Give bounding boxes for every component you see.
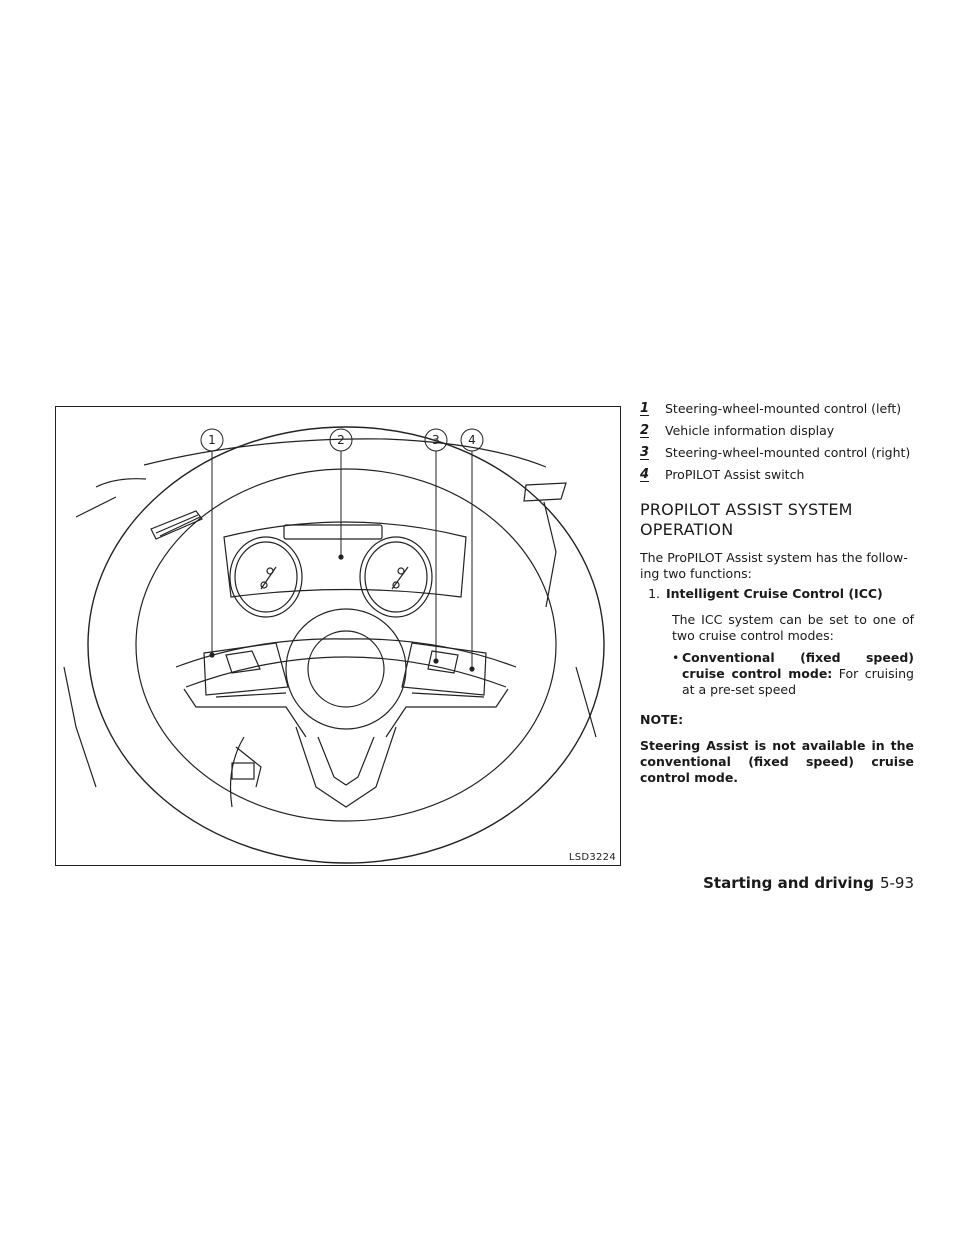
legend-item-4: 4 ProPILOT Assist switch bbox=[640, 464, 914, 486]
list-description: The ICC system can be set to one of two … bbox=[672, 612, 914, 643]
bullet-text: For cruising at a pre-set speed bbox=[682, 666, 914, 697]
note-text: Steering Assist is not available in the … bbox=[640, 738, 914, 785]
intro-paragraph: The ProPILOT Assist system has the follo… bbox=[640, 550, 908, 581]
legend-text: ProPILOT Assist switch bbox=[665, 467, 805, 482]
legend-text: Steering-wheel-mounted control (right) bbox=[665, 445, 911, 460]
text-column: 1 Steering-wheel-mounted control (left) … bbox=[640, 398, 914, 786]
footer-page-number: 5-93 bbox=[879, 874, 914, 892]
legend-number: 3 bbox=[640, 445, 650, 460]
list-item-icc: 1. Intelligent Cruise Control (ICC) bbox=[640, 586, 914, 602]
callout-2: 2 bbox=[337, 433, 345, 447]
page-footer: Starting and driving 5-93 bbox=[640, 874, 914, 892]
legend-number: 4 bbox=[640, 467, 650, 482]
callout-4: 4 bbox=[468, 433, 476, 447]
note-label: NOTE: bbox=[640, 712, 684, 727]
steering-wheel-figure: 1 2 3 4 LSD3224 bbox=[55, 406, 621, 866]
legend-item-2: 2 Vehicle information display bbox=[640, 420, 914, 442]
list-title: Intelligent Cruise Control (ICC) bbox=[666, 586, 883, 601]
figure-code: LSD3224 bbox=[568, 852, 616, 863]
footer-section: Starting and driving bbox=[703, 874, 874, 892]
legend-number: 1 bbox=[640, 401, 650, 416]
bullet-dot: • bbox=[672, 650, 680, 665]
legend-text: Steering-wheel-mounted control (left) bbox=[665, 401, 902, 416]
callout-3: 3 bbox=[432, 433, 440, 447]
legend-text: Vehicle information display bbox=[665, 423, 835, 438]
callout-1: 1 bbox=[208, 433, 216, 447]
list-number: 1. bbox=[648, 586, 660, 601]
section-heading: PROPILOT ASSIST SYSTEM OPERATION bbox=[640, 500, 853, 539]
steering-wheel-illustration: 1 2 3 4 bbox=[63, 426, 605, 864]
legend-item-1: 1 Steering-wheel-mounted control (left) bbox=[640, 398, 914, 420]
bullet-item: • Conventional (fixed speed) cruise cont… bbox=[672, 650, 914, 698]
legend-number: 2 bbox=[640, 423, 650, 438]
legend-item-3: 3 Steering-wheel-mounted control (right) bbox=[640, 442, 914, 464]
bullet-bold-text: Conventional (fixed speed) cruise contro… bbox=[682, 650, 914, 681]
